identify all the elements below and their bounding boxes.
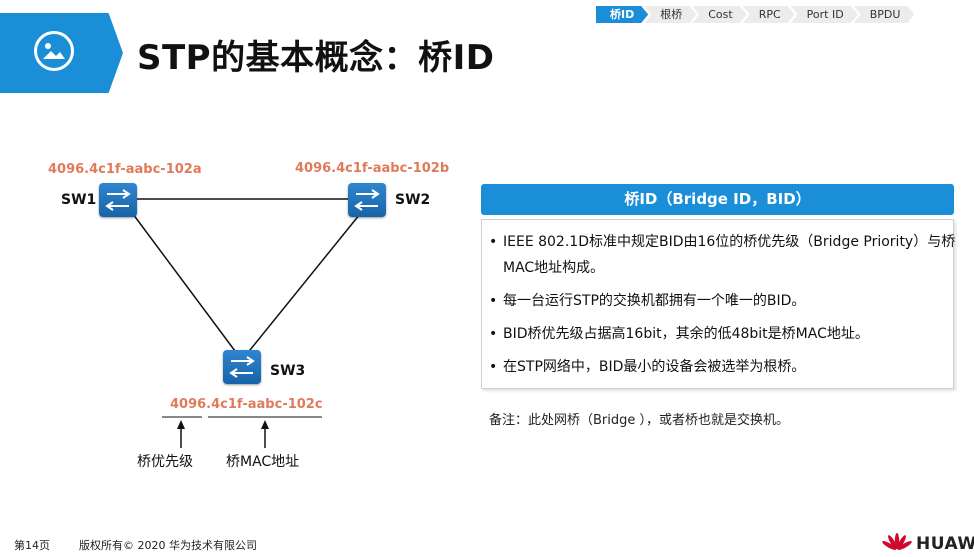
bullet-item: • BID桥优先级占据高16bit，其余的低48bit是桥MAC地址。 bbox=[487, 321, 957, 347]
link-sw1-sw3 bbox=[129, 209, 239, 356]
bullet-item: • 每一台运行STP的交换机都拥有一个唯一的BID。 bbox=[487, 288, 957, 314]
bid-sw1: 4096.4c1f-aabc-102a bbox=[48, 162, 202, 177]
page-title: STP的基本概念：桥ID bbox=[137, 38, 495, 78]
bid-sw2: 4096.4c1f-aabc-102b bbox=[295, 161, 450, 176]
bullet-item: • IEEE 802.1D标准中规定BID由16位的桥优先级（Bridge Pr… bbox=[487, 229, 957, 281]
copyright-text: 版权所有© 2020 华为技术有限公司 bbox=[79, 539, 257, 552]
brand-text: HUAWEI bbox=[916, 534, 974, 554]
bullet-dot-icon: • bbox=[489, 326, 498, 342]
image-icon bbox=[34, 31, 74, 71]
page-number: 第14页 bbox=[14, 539, 50, 552]
bid-sw3: 4096.4c1f-aabc-102c bbox=[170, 397, 323, 412]
nav-step-rpc[interactable]: RPC bbox=[743, 6, 795, 23]
nav-step-bridge-id[interactable]: 桥ID bbox=[596, 6, 648, 23]
bullet-dot-icon: • bbox=[489, 293, 498, 309]
switch-icon-sw1 bbox=[99, 183, 137, 217]
huawei-petals-icon bbox=[882, 533, 912, 550]
label-sw2: SW2 bbox=[395, 192, 431, 208]
label-sw1: SW1 bbox=[61, 192, 97, 208]
nav-step-bpdu[interactable]: BPDU bbox=[854, 6, 915, 23]
label-sw3: SW3 bbox=[270, 363, 306, 379]
mac-label: 桥MAC地址 bbox=[226, 454, 300, 470]
nav-step-cost[interactable]: Cost bbox=[692, 6, 746, 23]
bullet-list: • IEEE 802.1D标准中规定BID由16位的桥优先级（Bridge Pr… bbox=[487, 229, 957, 387]
bullet-text: IEEE 802.1D标准中规定BID由16位的桥优先级（Bridge Prio… bbox=[503, 234, 956, 276]
step-nav: 桥ID 根桥 Cost RPC Port ID BPDU bbox=[596, 6, 914, 23]
bullet-dot-icon: • bbox=[489, 234, 498, 250]
switch-icon-sw2 bbox=[348, 183, 386, 217]
note-text: 备注：此处网桥（Bridge ），或者桥也就是交换机。 bbox=[489, 413, 790, 428]
bullet-dot-icon: • bbox=[489, 359, 498, 375]
bullet-text: BID桥优先级占据高16bit，其余的低48bit是桥MAC地址。 bbox=[503, 326, 869, 342]
panel-title: 桥ID（Bridge ID，BID） bbox=[481, 184, 954, 215]
nav-step-port-id[interactable]: Port ID bbox=[791, 6, 858, 23]
priority-label: 桥优先级 bbox=[137, 454, 193, 470]
switch-icon-sw3 bbox=[223, 350, 261, 384]
huawei-logo: HUAWEI bbox=[882, 530, 974, 557]
panel-body bbox=[481, 219, 954, 389]
link-sw2-sw3 bbox=[245, 213, 361, 356]
bullet-text: 每一台运行STP的交换机都拥有一个唯一的BID。 bbox=[503, 293, 806, 309]
nav-step-root-bridge[interactable]: 根桥 bbox=[644, 6, 696, 23]
bullet-text: 在STP网络中，BID最小的设备会被选举为根桥。 bbox=[503, 359, 806, 375]
bullet-item: • 在STP网络中，BID最小的设备会被选举为根桥。 bbox=[487, 354, 957, 380]
